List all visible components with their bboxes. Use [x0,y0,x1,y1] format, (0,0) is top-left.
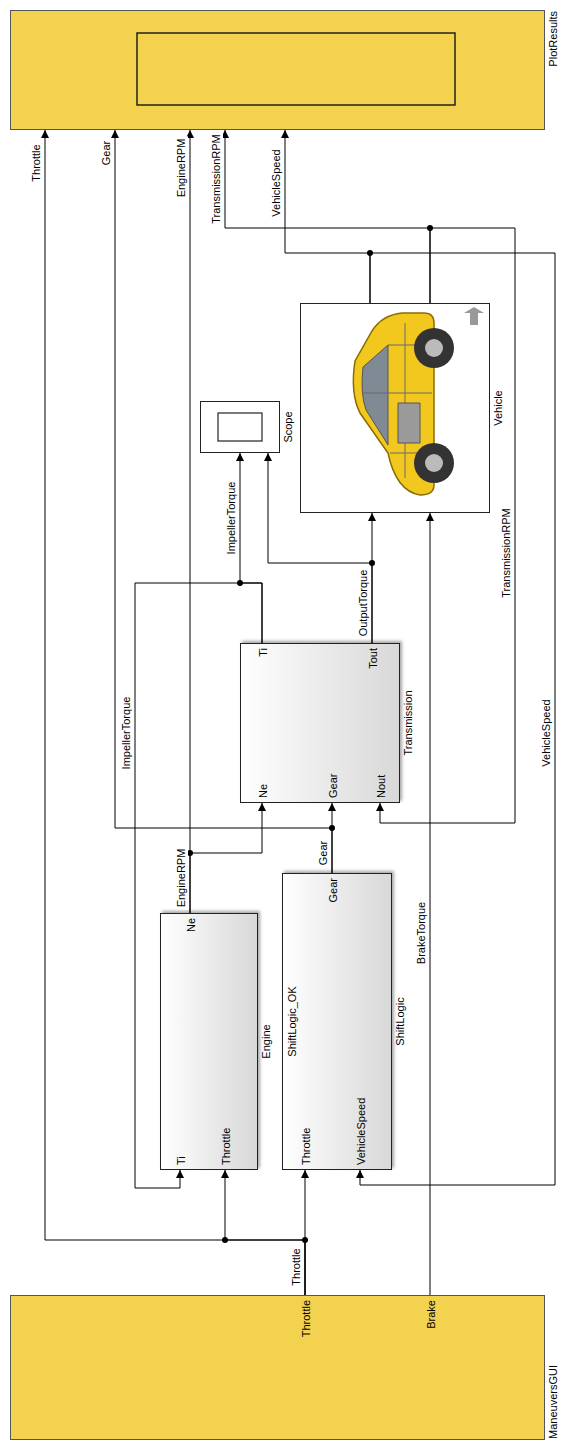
signal-label: TransmissionRPM [210,132,223,225]
port-label: Gear [326,774,340,798]
signal-label: OutputTorque [357,568,370,639]
signal-label: Throttle [30,142,43,183]
signal-label: VehicleSpeed [540,697,553,768]
block-name: Transmission [401,691,415,756]
signal-line [225,130,430,303]
signal-line [380,228,515,823]
scope-block: Scope [200,401,280,453]
port-label: Tout [366,648,380,669]
signal-label: Gear [317,839,330,867]
signal-line [225,1170,305,1295]
signal-label: ImpellerTorque [225,480,238,557]
signal-label: Throttle [290,1246,303,1287]
port-label: Ti [256,648,270,657]
block-name: Vehicle [491,390,505,425]
plot-block: PlotResults [10,10,545,130]
port-label: VehicleSpeed [354,1098,368,1165]
chart-block: ShiftLogicShiftLogic_OKThrottleVehicleSp… [282,873,392,1170]
port-label: Throttle [299,1128,313,1165]
signal-label: TransmissionRPM [500,506,513,599]
port-label: Throttle [219,1128,233,1165]
signal-label: BrakeTorque [415,900,428,966]
port-label: Ne [256,784,270,798]
block-name: PlotResults [546,11,560,67]
scope-fill [200,401,280,453]
signal-line [285,130,370,303]
scope-screen [218,413,262,441]
signal-label: ImpellerTorque [120,695,133,772]
block-name: Engine [259,1024,273,1058]
signal-label: VehicleSpeed [270,147,283,218]
port-label: Ne [184,918,198,932]
signal-label: EngineRPM [175,137,188,200]
subsystem-block: TransmissionNeGearNoutTiTout [240,643,400,803]
car-illustration [353,307,484,495]
signal-line [190,130,191,913]
vehicle-fill [300,303,490,513]
port-label: Throttle [299,1300,313,1337]
block-annotation: ShiftLogic_OK [285,986,299,1056]
port-label: Nout [374,775,388,798]
block-name: ManeuversGUI [546,1365,560,1439]
port-label: Brake [424,1300,438,1329]
port-label: Gear [326,878,340,902]
block-name: Scope [281,411,295,442]
signal-line [190,803,262,913]
vehicle-block: Vehicle [300,303,490,513]
block-name: ShiftLogic [393,997,407,1045]
plot-icon [137,33,455,105]
subsystem-block: EngineTiThrottleNe [160,913,258,1170]
signal-label: EngineRPM [175,847,188,910]
port-label: Ti [174,1156,188,1165]
signal-line [430,513,431,1295]
plot-fill [10,10,545,130]
signal-line [240,453,262,643]
gui-block: ManeuversGUIThrottleBrake [10,1295,545,1440]
signal-line [268,453,372,643]
signal-label: Gear [100,139,113,167]
